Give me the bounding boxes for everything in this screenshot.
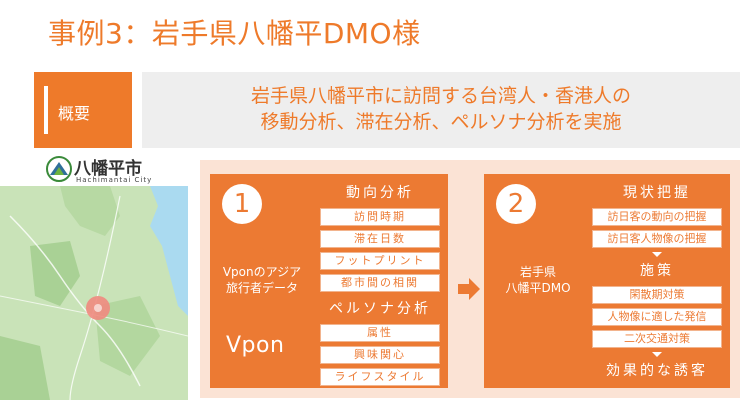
result-header: 効果的な誘客 [592, 360, 722, 382]
movement-item: 都市間の相関 [320, 274, 440, 292]
down-arrow-icon [652, 252, 662, 257]
movement-item: 滞在日数 [320, 230, 440, 248]
down-arrow-icon [652, 352, 662, 357]
step1-source: Vponのアジア 旅行者データ [216, 264, 308, 296]
persona-item: 属性 [320, 324, 440, 342]
iwate-map [0, 186, 188, 400]
summary-tag-bar [44, 86, 48, 134]
persona-item: ライフスタイル [320, 368, 440, 386]
summary-tag-label: 概要 [58, 104, 91, 123]
step2-org: 岩手県 八幡平DMO [490, 264, 586, 296]
summary-tag: 概要 [34, 72, 132, 148]
movement-item: 訪問時期 [320, 208, 440, 226]
vpon-logo: Vpon [226, 333, 285, 358]
status-header: 現状把握 [592, 182, 722, 204]
step2-number: 2 [496, 184, 536, 224]
city-logo-icon [46, 156, 72, 182]
status-item: 訪日客人物像の把握 [592, 230, 722, 248]
persona-analysis-header: ペルソナ分析 [320, 298, 440, 320]
analysis-flow: 1 Vponのアジア 旅行者データ Vpon 動向分析 訪問時期 滞在日数 フッ… [200, 160, 740, 398]
map-image-icon [0, 186, 188, 400]
page-title: 事例3：岩手県八幡平DMO様 [48, 17, 421, 50]
flow-arrow-icon [458, 278, 480, 300]
status-item: 訪日客の動向の把握 [592, 208, 722, 226]
city-logo-subtitle: Hachimantai City [76, 176, 153, 184]
step1-source-line-1: Vponのアジア [222, 265, 302, 279]
step2-org-line-1: 岩手県 [519, 265, 556, 279]
step1-number: 1 [222, 184, 262, 224]
measures-header: 施策 [592, 260, 722, 282]
persona-item: 興味関心 [320, 346, 440, 364]
city-logo-name: 八幡平市 [74, 159, 142, 179]
summary-line-1: 岩手県八幡平市に訪問する台湾人・香港人の [250, 85, 631, 107]
summary-box: 岩手県八幡平市に訪問する台湾人・香港人の 移動分析、滞在分析、ペルソナ分析を実施 [142, 72, 740, 148]
summary-line-2: 移動分析、滞在分析、ペルソナ分析を実施 [260, 111, 622, 133]
movement-analysis-header: 動向分析 [320, 182, 440, 204]
step1-source-line-2: 旅行者データ [225, 281, 298, 295]
measures-item: 人物像に適した発信 [592, 308, 722, 326]
step2-org-line-2: 八幡平DMO [505, 281, 571, 295]
measures-item: 閑散期対策 [592, 286, 722, 304]
measures-item: 二次交通対策 [592, 330, 722, 348]
movement-item: フットプリント [320, 252, 440, 270]
